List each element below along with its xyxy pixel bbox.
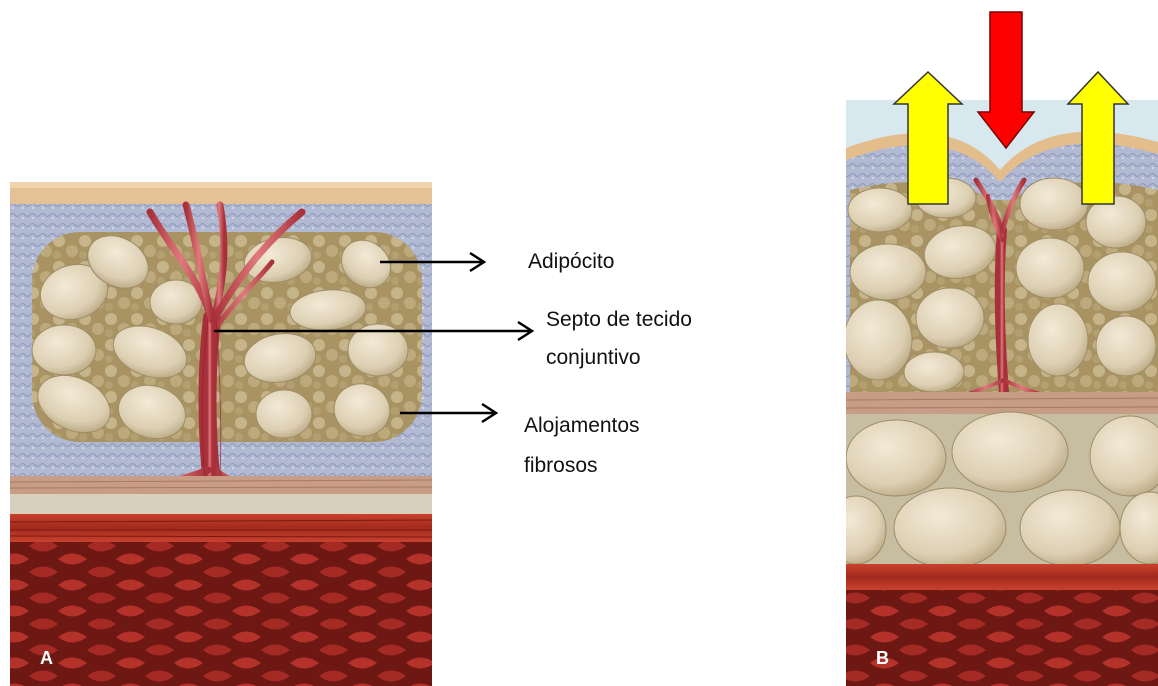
panel-a [10,182,432,686]
fibrous-label-line2: fibrosos [524,451,598,481]
fibrous-label-line1: Alojamentos [524,411,640,441]
septum-label-line1: Septo de tecido [546,305,692,335]
panel-a-letter: A [40,648,53,669]
adipocyte-label: Adipócito [528,247,614,277]
muscle-band [10,514,432,542]
fascia-layer [10,476,432,494]
septum-label-line2: conjuntivo [546,343,641,373]
adipocyte-cells-lower [826,412,1158,568]
panel-b-letter: B [876,648,889,669]
muscle-fibers [10,542,432,686]
